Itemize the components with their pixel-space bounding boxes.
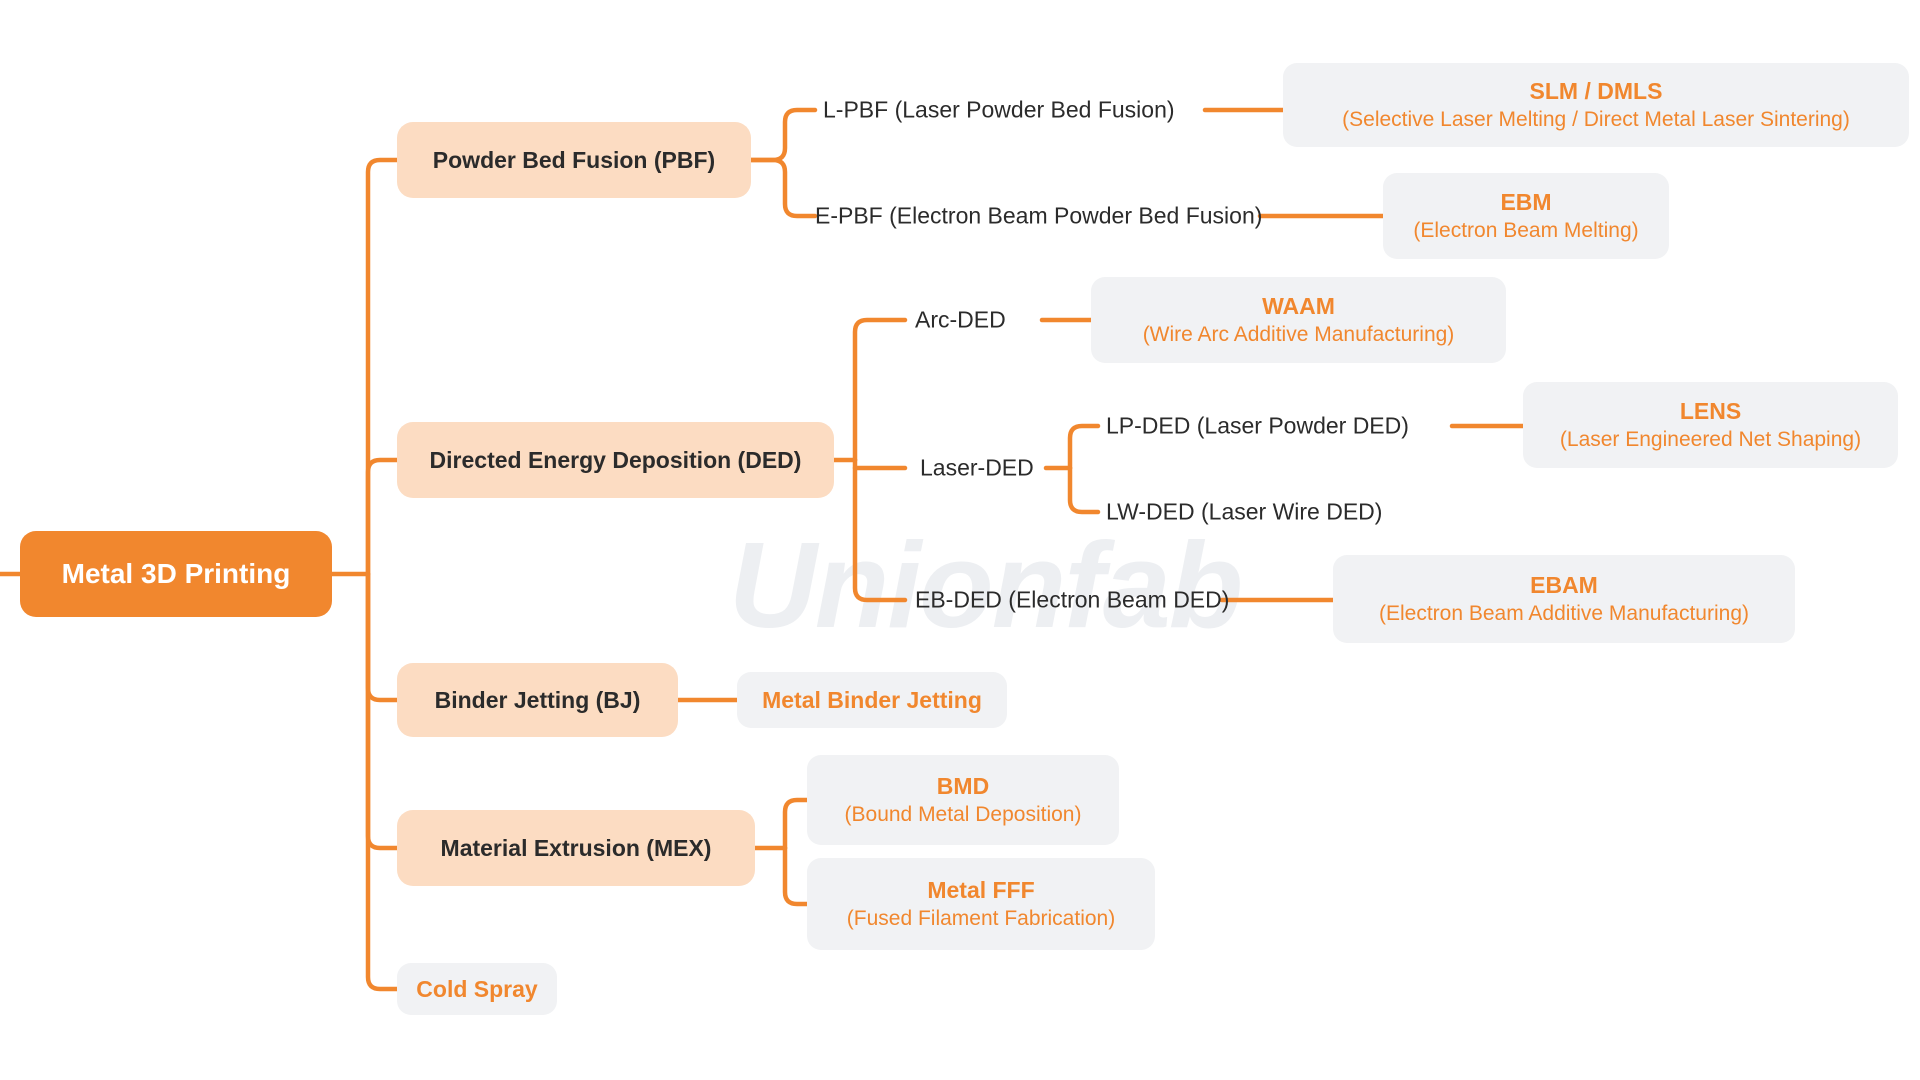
node-lw-ded[interactable]: LW-DED (Laser Wire DED) xyxy=(1106,498,1383,525)
leaf-node-lens[interactable]: LENS (Laser Engineered Net Shaping) xyxy=(1523,382,1898,468)
category-node-material-extrusion[interactable]: Material Extrusion (MEX) xyxy=(397,810,755,886)
node-laser-ded[interactable]: Laser-DED xyxy=(920,454,1034,481)
leaf-title: LENS xyxy=(1679,398,1742,424)
leaf-node-cold-spray[interactable]: Cold Spray xyxy=(397,963,557,1015)
node-e-pbf[interactable]: E-PBF (Electron Beam Powder Bed Fusion) xyxy=(815,202,1263,229)
leaf-node-metal-binder-jetting[interactable]: Metal Binder Jetting xyxy=(737,672,1007,728)
leaf-node-ebm[interactable]: EBM (Electron Beam Melting) xyxy=(1383,173,1669,259)
category-node-label: Directed Energy Deposition (DED) xyxy=(429,446,802,473)
leaf-title: EBAM xyxy=(1530,572,1598,598)
leaf-subtitle: (Bound Metal Deposition) xyxy=(844,803,1082,826)
leaf-node-metal-fff[interactable]: Metal FFF (Fused Filament Fabrication) xyxy=(807,858,1155,950)
node-arc-ded[interactable]: Arc-DED xyxy=(915,306,1006,333)
leaf-subtitle: (Wire Arc Additive Manufacturing) xyxy=(1142,323,1455,346)
leaf-node-slm-dmls[interactable]: SLM / DMLS (Selective Laser Melting / Di… xyxy=(1283,63,1909,147)
leaf-subtitle: (Electron Beam Additive Manufacturing) xyxy=(1378,602,1749,625)
leaf-node-waam[interactable]: WAAM (Wire Arc Additive Manufacturing) xyxy=(1091,277,1506,363)
root-node-metal-3d-printing[interactable]: Metal 3D Printing xyxy=(20,531,332,617)
leaf-title: Cold Spray xyxy=(416,975,538,1002)
leaf-node-bmd[interactable]: BMD (Bound Metal Deposition) xyxy=(807,755,1119,845)
leaf-title: EBM xyxy=(1500,189,1552,215)
leaf-title: Metal FFF xyxy=(927,877,1035,903)
category-node-powder-bed-fusion[interactable]: Powder Bed Fusion (PBF) xyxy=(397,122,751,198)
leaf-title: Metal Binder Jetting xyxy=(762,686,982,713)
node-eb-ded[interactable]: EB-DED (Electron Beam DED) xyxy=(915,586,1230,613)
root-node-label: Metal 3D Printing xyxy=(61,558,291,589)
leaf-node-ebam[interactable]: EBAM (Electron Beam Additive Manufacturi… xyxy=(1333,555,1795,643)
leaf-subtitle: (Laser Engineered Net Shaping) xyxy=(1559,428,1862,451)
category-node-binder-jetting[interactable]: Binder Jetting (BJ) xyxy=(397,663,678,737)
leaf-title: BMD xyxy=(936,773,990,799)
node-l-pbf[interactable]: L-PBF (Laser Powder Bed Fusion) xyxy=(823,96,1175,123)
leaf-subtitle: (Electron Beam Melting) xyxy=(1413,219,1639,242)
category-node-directed-energy-deposition[interactable]: Directed Energy Deposition (DED) xyxy=(397,422,834,498)
leaf-subtitle: (Selective Laser Melting / Direct Metal … xyxy=(1342,108,1850,131)
category-node-label: Binder Jetting (BJ) xyxy=(434,686,641,713)
node-lp-ded[interactable]: LP-DED (Laser Powder DED) xyxy=(1106,412,1409,439)
leaf-title: SLM / DMLS xyxy=(1529,78,1663,104)
unionfab-watermark: Unionfab xyxy=(728,517,1244,653)
leaf-title: WAAM xyxy=(1262,293,1335,319)
category-node-label: Material Extrusion (MEX) xyxy=(440,834,712,861)
category-node-label: Powder Bed Fusion (PBF) xyxy=(432,146,716,173)
leaf-subtitle: (Fused Filament Fabrication) xyxy=(846,907,1116,930)
